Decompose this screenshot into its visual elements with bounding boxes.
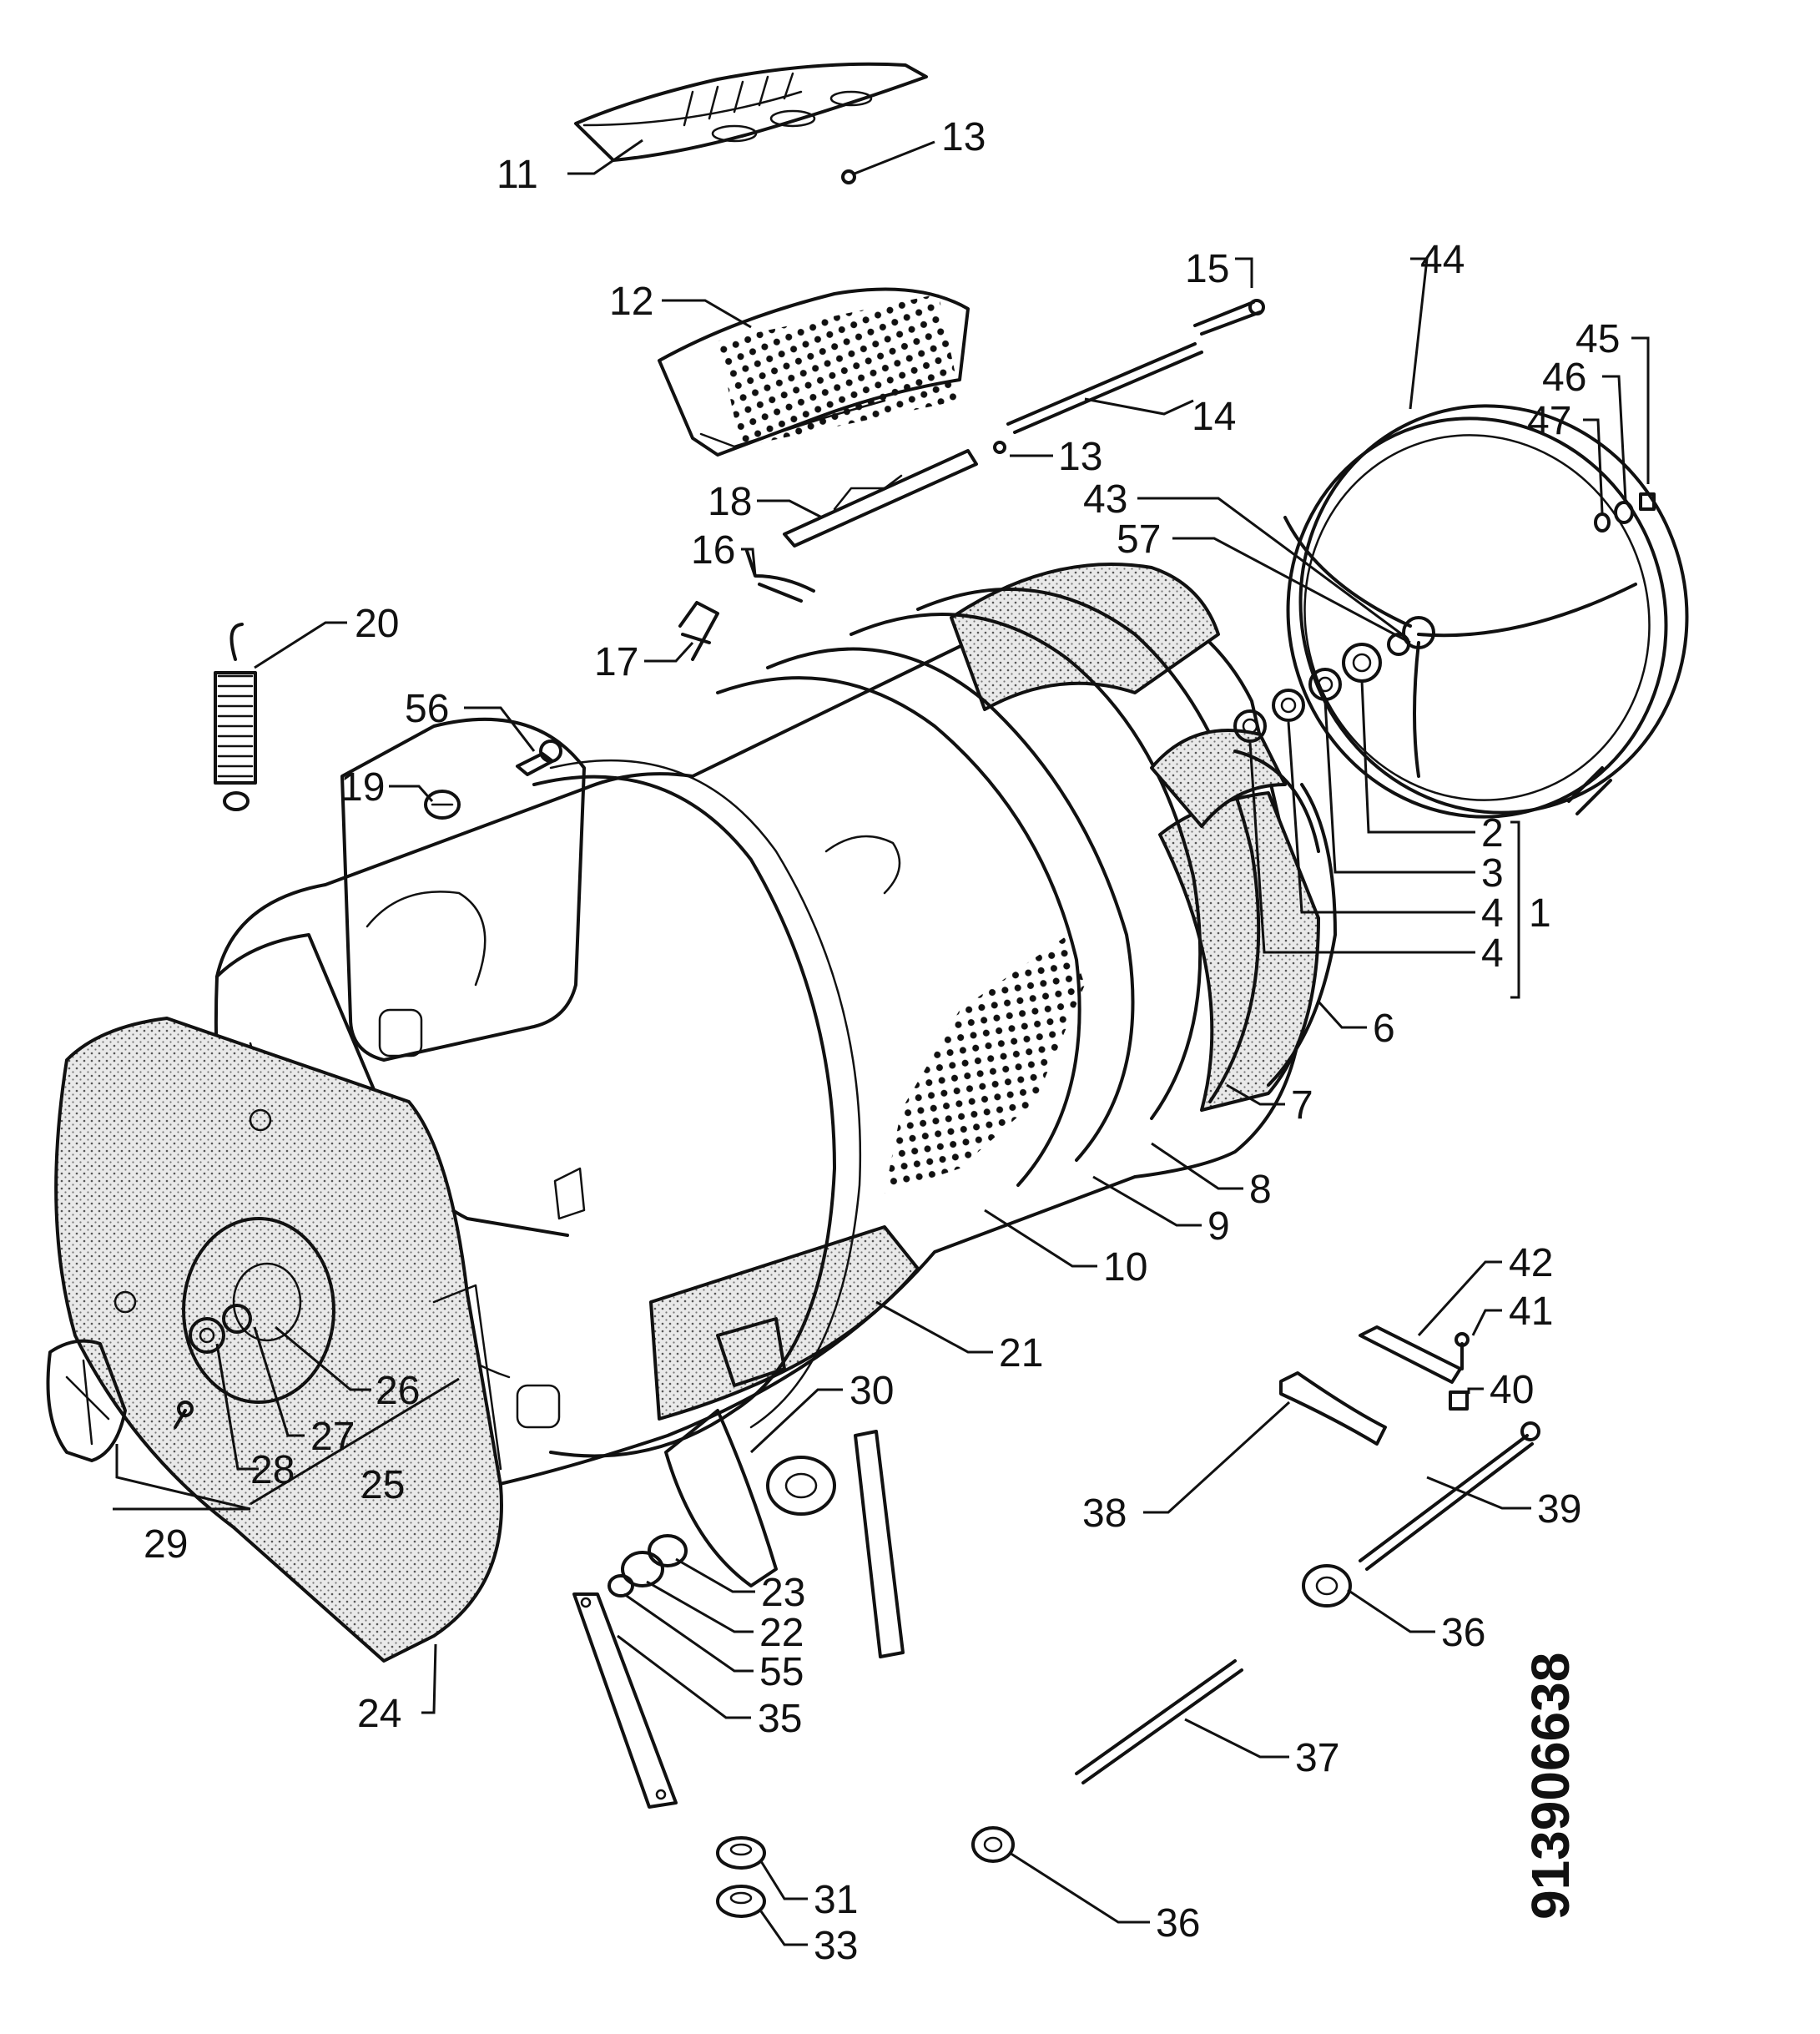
leader-lines [113,139,1650,1946]
label-14: 14 [1192,395,1236,439]
part-21-drum [214,563,1320,1489]
label-13: 13 [1058,435,1102,479]
label-12: 12 [609,280,653,324]
part-31-bushing [716,1836,766,1870]
label-31: 31 [814,1878,858,1922]
label-42: 42 [1509,1241,1553,1285]
label-13: 13 [941,115,986,159]
label-41: 41 [1509,1290,1553,1334]
label-36: 36 [1441,1611,1485,1655]
label-36: 36 [1156,1901,1200,1946]
label-3: 3 [1481,851,1504,896]
drawing-code: 913906638 [1520,1653,1581,1920]
part-24-front-plate [54,1017,503,1663]
label-57: 57 [1117,517,1161,562]
part-16-spring-clip [745,549,815,603]
part-30-flap [664,1409,778,1587]
label-39: 39 [1537,1487,1581,1532]
part-56-bolt [516,739,562,776]
label-38: 38 [1082,1491,1127,1536]
label-17: 17 [594,640,638,684]
part-35-strut [572,1592,678,1809]
label-4: 4 [1481,931,1504,976]
label-11: 11 [497,153,538,197]
part-17-latch [678,601,719,661]
label-37: 37 [1295,1736,1339,1780]
label-28: 28 [250,1448,295,1492]
part-37-shaft [1075,1659,1243,1784]
part-42-bracket [1359,1325,1462,1384]
label-44: 44 [1420,238,1465,282]
label-8: 8 [1249,1168,1272,1212]
label-23: 23 [761,1571,805,1615]
part-33-bushing [716,1885,766,1918]
part-13-screw-top [841,169,856,184]
part-22-23-55-damper-caps [608,1534,688,1597]
label-33: 33 [814,1924,858,1968]
label-30: 30 [850,1369,894,1413]
label-18: 18 [708,480,752,524]
part-29-screw [174,1401,194,1429]
label-43: 43 [1083,477,1127,522]
part-25-hub-flange [46,1339,127,1462]
label-22: 22 [759,1611,804,1655]
part-45-46-47-fasteners [1594,492,1656,532]
part-12-grate [658,287,970,457]
label-25: 25 [360,1463,405,1507]
label-15: 15 [1185,247,1229,291]
label-56: 56 [405,687,449,731]
part-18-hinge-bar [783,449,978,548]
part-41-screw [1454,1332,1470,1370]
label-1: 1 [1529,891,1551,936]
part-26-27-28-hub [189,1304,252,1354]
label-2: 2 [1481,811,1504,855]
label-26: 26 [376,1369,420,1413]
part-labels: 11 13 15 44 12 45 46 14 47 13 43 18 57 1… [144,115,1620,1968]
label-24: 24 [357,1692,401,1736]
label-27: 27 [310,1415,355,1459]
label-10: 10 [1103,1245,1147,1290]
label-4: 4 [1481,891,1504,936]
part-36-fitting-lower [971,1826,1015,1863]
label-19: 19 [340,765,385,810]
bracket-group-1 [1510,820,1520,999]
label-35: 35 [758,1697,802,1741]
part-38-strap [1279,1371,1387,1446]
label-16: 16 [691,528,735,573]
label-40: 40 [1490,1368,1534,1412]
part-20-spring [214,623,257,811]
part-13-screw-mid [993,441,1006,454]
label-46: 46 [1542,356,1586,400]
part-39-long-bolt [1359,1421,1540,1571]
label-47: 47 [1527,399,1571,443]
label-55: 55 [759,1650,804,1694]
part-44-pulley [1283,404,1689,819]
part-36-fitting-upper [1302,1564,1352,1608]
strut-right [766,1430,905,1658]
label-45: 45 [1575,317,1620,361]
part-11-top-panel [574,62,928,162]
label-21: 21 [999,1331,1043,1375]
part-40-nut [1449,1390,1469,1411]
part-14-rod [1006,299,1265,434]
label-7: 7 [1291,1083,1313,1128]
label-29: 29 [144,1522,188,1567]
part-19-nut [424,790,461,820]
label-9: 9 [1207,1204,1230,1249]
label-6: 6 [1373,1007,1395,1051]
label-20: 20 [355,602,399,646]
